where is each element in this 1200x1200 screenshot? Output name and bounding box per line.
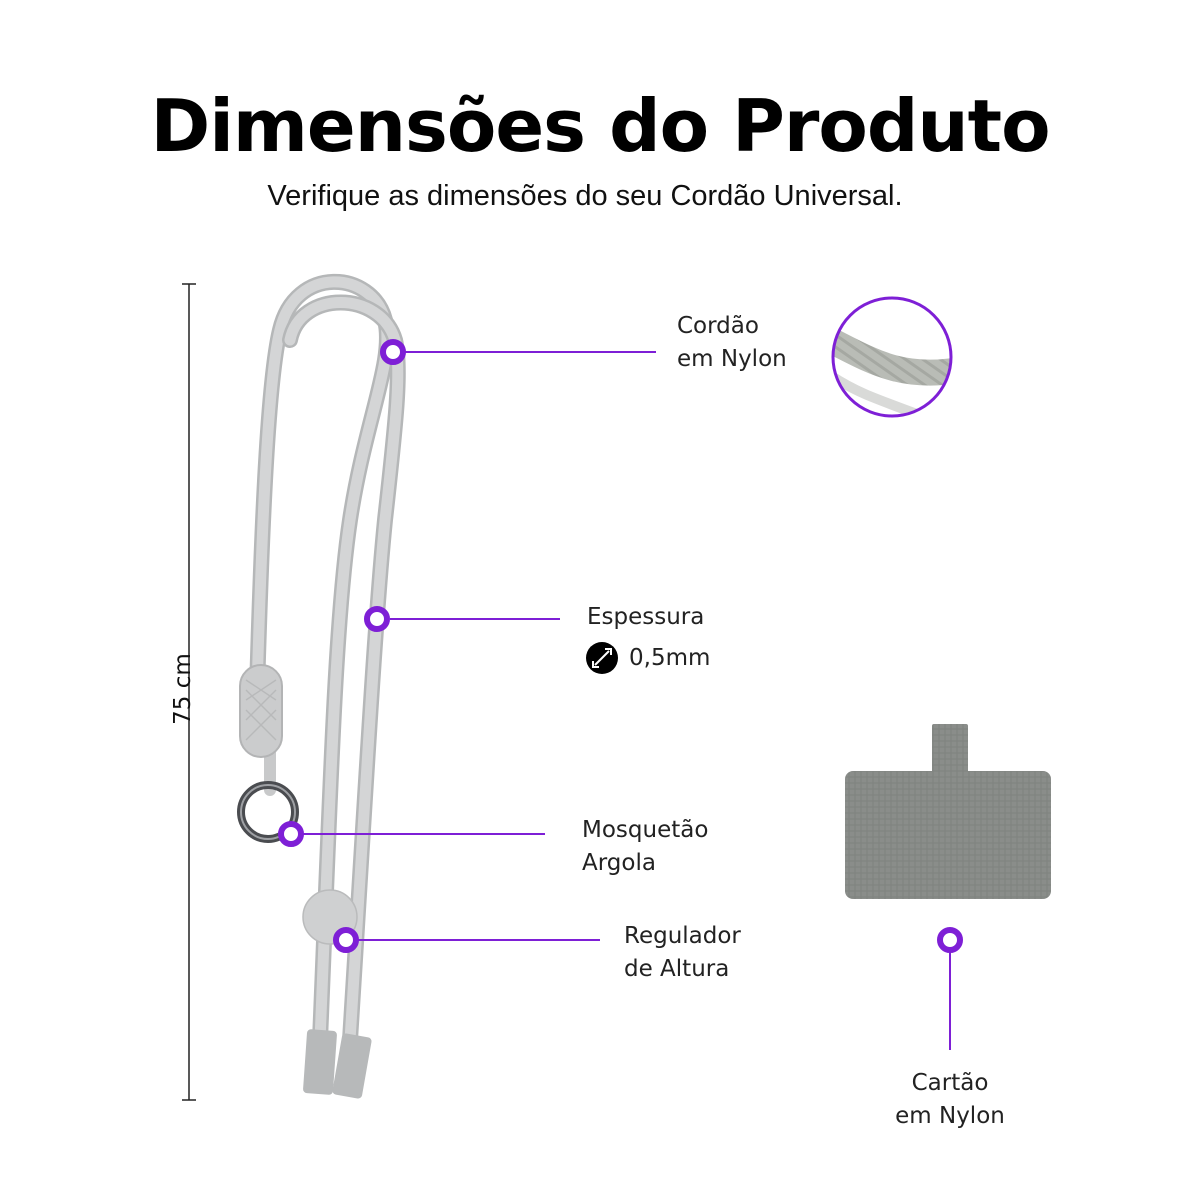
label-espessura-value: 0,5mm: [629, 645, 711, 671]
marker-regulador: [333, 927, 359, 953]
label-cordao: Cordão em Nylon: [677, 310, 787, 376]
cord-end-tips: [303, 1029, 372, 1099]
diagonal-double-arrow-icon: [586, 642, 618, 674]
label-cartao-line1: Cartão: [911, 1070, 989, 1096]
page-subtitle: Verifique as dimensões do seu Cordão Uni…: [267, 180, 903, 212]
label-mosquetao-line2: Argola: [582, 850, 656, 876]
marker-mosquetao: [278, 821, 304, 847]
label-regulador-line1: Regulador: [624, 923, 741, 949]
marker-cartao: [937, 927, 963, 953]
label-cordao-line2: em Nylon: [677, 346, 787, 372]
label-mosquetao-line1: Mosquetão: [582, 817, 709, 843]
page-title: Dimensões do Produto: [150, 84, 1050, 168]
label-regulador: Regulador de Altura: [624, 920, 741, 986]
label-cartao-line2: em Nylon: [895, 1103, 1005, 1129]
label-regulador-line2: de Altura: [624, 956, 730, 982]
nylon-detail-zoom: [831, 296, 953, 418]
label-espessura: Espessura: [587, 601, 704, 634]
marker-cordao: [380, 339, 406, 365]
length-dimension-label: 75 cm: [170, 653, 196, 725]
label-cordao-line1: Cordão: [677, 313, 759, 339]
label-espessura-line1: Espessura: [587, 604, 705, 630]
sleeve-grip: [239, 664, 283, 758]
marker-espessura: [364, 606, 390, 632]
label-mosquetao: Mosquetão Argola: [582, 814, 708, 880]
label-cartao: Cartão em Nylon: [870, 1067, 1030, 1133]
dimension-line: [182, 283, 196, 1101]
nylon-card: [845, 724, 1051, 899]
